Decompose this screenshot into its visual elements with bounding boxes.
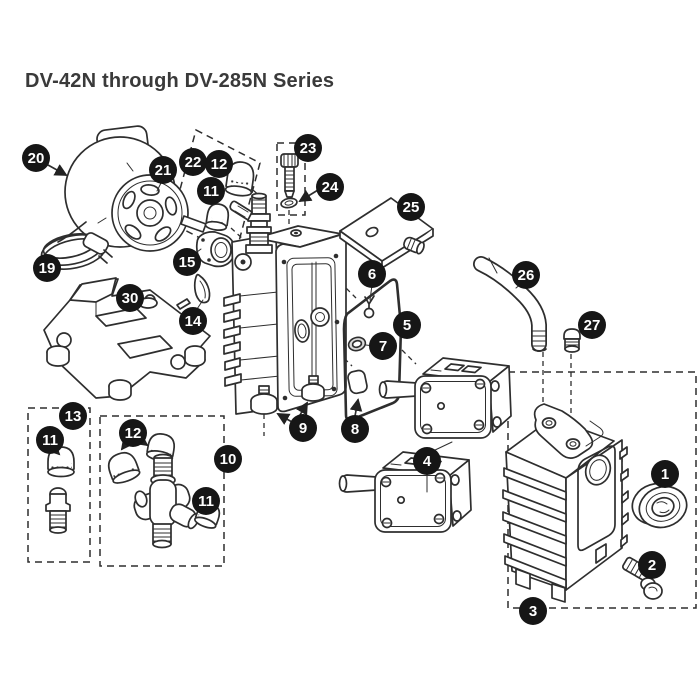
diagram-title: DV-42N through DV-285N Series: [25, 70, 335, 92]
pump-housing-illustration: [223, 192, 347, 415]
tee-fitting-illustration: [107, 433, 221, 549]
base-bracket-illustration: [43, 277, 211, 401]
tank-illustration: [502, 403, 629, 603]
cover-plate-illustration: [339, 197, 434, 269]
exhaust-tube-illustration: [473, 256, 547, 352]
motor-illustration: [64, 125, 207, 252]
sight-glass-illustration: [631, 482, 688, 529]
drain-fitting-illustration: [622, 556, 663, 600]
coupling-illustration: [195, 231, 236, 268]
valve-6-illustration: [363, 295, 375, 319]
pump-module-b-illustration: [338, 451, 472, 533]
plug-27-illustration: [563, 328, 581, 353]
seal-8-illustration: [347, 369, 368, 395]
bolt-washer-illustration: [280, 153, 299, 209]
mounting-feet-illustration: [250, 375, 325, 415]
gasket-illustration: [342, 278, 403, 422]
vane-pin-illustration: [176, 273, 211, 310]
intake-fitting-illustration: [229, 192, 273, 254]
cap-and-adapter-13-illustration: [45, 446, 75, 534]
grommet-7-illustration: [347, 336, 367, 352]
